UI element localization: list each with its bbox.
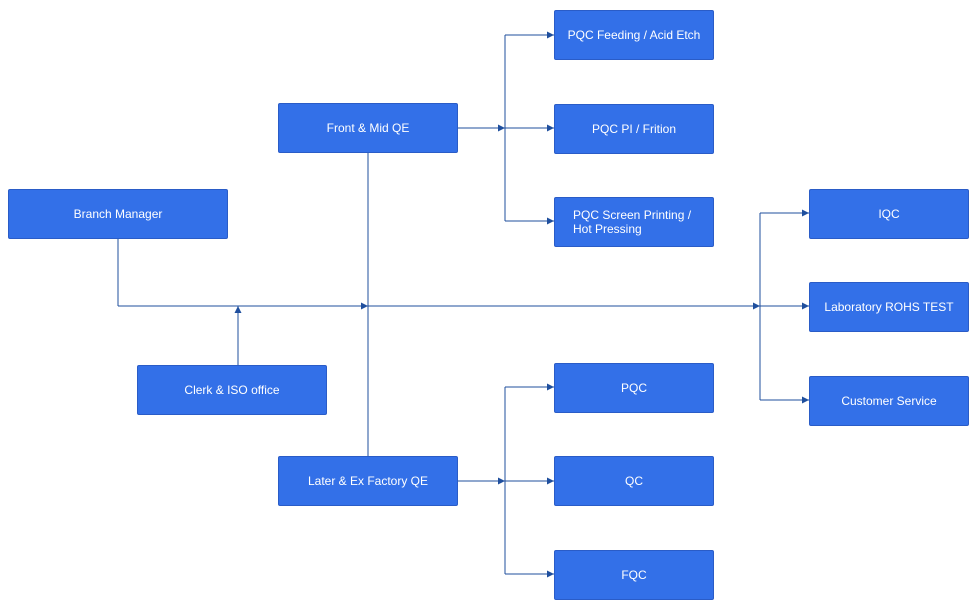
node-qc[interactable]: QC bbox=[554, 456, 714, 506]
node-front-mid-qe[interactable]: Front & Mid QE bbox=[278, 103, 458, 153]
node-clerk-iso-office-label: Clerk & ISO office bbox=[184, 383, 280, 397]
node-pqc-feeding-acid-etch[interactable]: PQC Feeding / Acid Etch bbox=[554, 10, 714, 60]
node-customer-service-label: Customer Service bbox=[841, 394, 937, 408]
node-laboratory-rohs-test[interactable]: Laboratory ROHS TEST bbox=[809, 282, 969, 332]
node-qc-label: QC bbox=[625, 474, 643, 488]
node-clerk-iso-office[interactable]: Clerk & ISO office bbox=[137, 365, 327, 415]
node-front-mid-qe-label: Front & Mid QE bbox=[326, 121, 410, 135]
node-pqc[interactable]: PQC bbox=[554, 363, 714, 413]
node-pqc-pi-frition[interactable]: PQC PI / Frition bbox=[554, 104, 714, 154]
node-laboratory-rohs-test-label: Laboratory ROHS TEST bbox=[824, 300, 954, 314]
node-branch-manager-label: Branch Manager bbox=[73, 207, 163, 221]
node-pqc-screen-printing[interactable]: PQC Screen Printing / Hot Pressing bbox=[554, 197, 714, 247]
node-iqc[interactable]: IQC bbox=[809, 189, 969, 239]
node-fqc[interactable]: FQC bbox=[554, 550, 714, 600]
node-iqc-label: IQC bbox=[878, 207, 900, 221]
node-customer-service[interactable]: Customer Service bbox=[809, 376, 969, 426]
node-later-ex-factory-qe[interactable]: Later & Ex Factory QE bbox=[278, 456, 458, 506]
node-branch-manager[interactable]: Branch Manager bbox=[8, 189, 228, 239]
node-pqc-label: PQC bbox=[620, 381, 647, 395]
node-pqc-feeding-acid-etch-label: PQC Feeding / Acid Etch bbox=[567, 28, 701, 42]
node-later-ex-factory-qe-label: Later & Ex Factory QE bbox=[307, 474, 429, 488]
node-pqc-screen-printing-label: PQC Screen Printing / Hot Pressing bbox=[573, 208, 692, 236]
node-fqc-label: FQC bbox=[621, 568, 647, 582]
node-pqc-pi-frition-label: PQC PI / Frition bbox=[591, 122, 677, 136]
